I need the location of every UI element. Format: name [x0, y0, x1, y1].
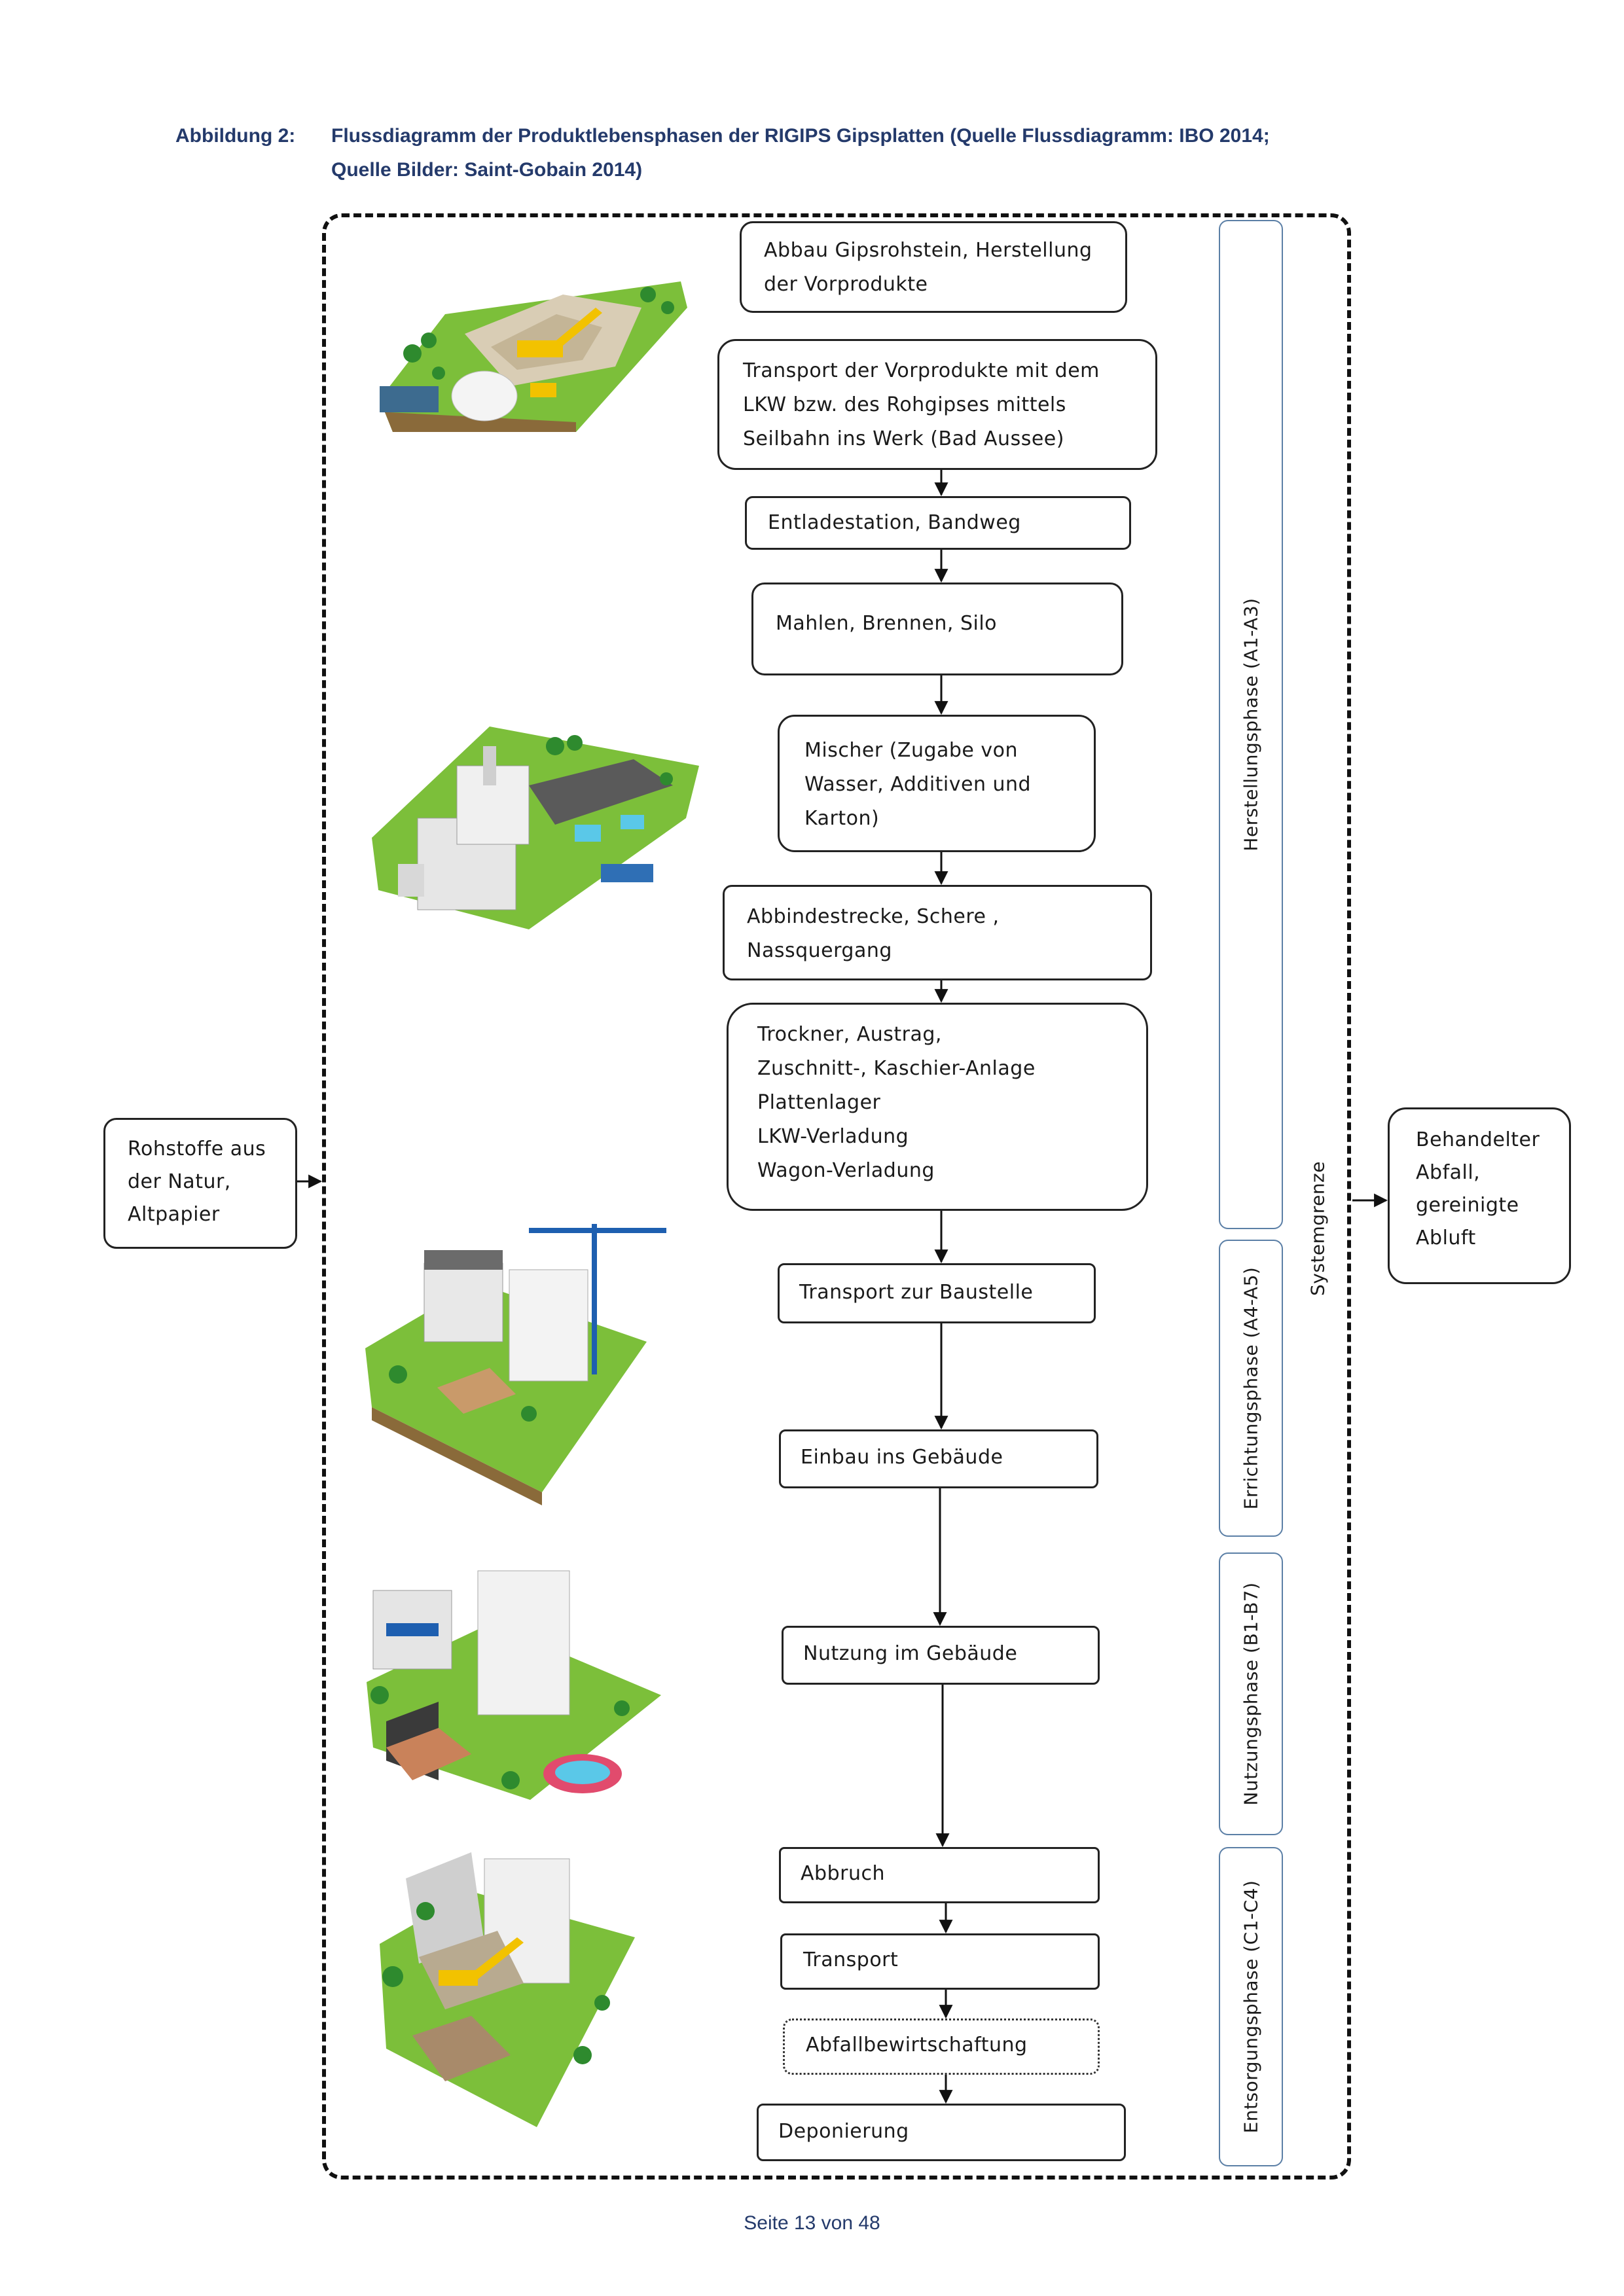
- output-line: Behandelter: [1416, 1128, 1540, 1151]
- step-line: Zuschnitt-, Kaschier-Anlage: [757, 1057, 1036, 1080]
- step-mahlen: Mahlen, Brennen, Silo: [751, 583, 1123, 675]
- step-line: Nassquergang: [747, 939, 892, 962]
- step-line: Nutzung im Gebäude: [803, 1642, 1018, 1665]
- step-line: Einbau ins Gebäude: [801, 1446, 1003, 1469]
- step-trockner: Trockner, Austrag, Zuschnitt-, Kaschier-…: [727, 1003, 1148, 1211]
- figure-label: Abbildung 2:: [175, 125, 296, 147]
- phase-nutzung: Nutzungsphase (B1-B7): [1219, 1552, 1283, 1835]
- demolition-illustration: [380, 1852, 635, 2127]
- step-line: Plattenlager: [757, 1091, 881, 1114]
- step-abfallbewirtschaftung: Abfallbewirtschaftung: [783, 2018, 1100, 2075]
- output-line: gereinigte: [1416, 1194, 1519, 1217]
- phase-label: Errichtungsphase (A4-A5): [1240, 1266, 1262, 1510]
- step-abbau: Abbau Gipsrohstein, Herstellung der Vorp…: [740, 221, 1127, 313]
- construction-site-illustration: [365, 1224, 666, 1505]
- input-box: Rohstoffe aus der Natur, Altpapier: [103, 1118, 297, 1249]
- system-boundary-frame: [322, 213, 1351, 2179]
- step-line: der Vorprodukte: [764, 273, 928, 296]
- step-line: Deponierung: [778, 2120, 909, 2143]
- step-line: Abbau Gipsrohstein, Herstellung: [764, 239, 1092, 262]
- output-line: Abfall,: [1416, 1161, 1481, 1184]
- figure-title-line-1: Flussdiagramm der Produktlebensphasen de…: [331, 125, 1270, 147]
- output-box: Behandelter Abfall, gereinigte Abluft: [1388, 1107, 1571, 1284]
- figure-title: Flussdiagramm der Produktlebensphasen de…: [331, 119, 1418, 187]
- step-line: Transport: [803, 1948, 899, 1971]
- step-line: Transport zur Baustelle: [799, 1281, 1034, 1304]
- factory-illustration: [372, 726, 699, 929]
- step-line: Seilbahn ins Werk (Bad Aussee): [743, 427, 1064, 450]
- step-line: Wagon-Verladung: [757, 1159, 935, 1182]
- step-deponierung: Deponierung: [757, 2104, 1126, 2161]
- residential-use-illustration: [367, 1570, 661, 1800]
- step-line: Mischer (Zugabe von: [804, 739, 1019, 762]
- step-line: LKW-Verladung: [757, 1125, 909, 1148]
- phase-label: Herstellungsphase (A1-A3): [1240, 598, 1262, 852]
- step-abbruch: Abbruch: [779, 1847, 1100, 1903]
- step-transport-abfall: Transport: [780, 1933, 1100, 1990]
- step-line: Abfallbewirtschaftung: [806, 2034, 1028, 2056]
- step-transport-vorprodukte: Transport der Vorprodukte mit dem LKW bz…: [717, 339, 1157, 470]
- phase-label: Nutzungsphase (B1-B7): [1240, 1582, 1262, 1806]
- quarry-illustration: [380, 281, 687, 432]
- step-nutzung: Nutzung im Gebäude: [782, 1626, 1100, 1685]
- page-footer: Seite 13 von 48: [744, 2212, 880, 2234]
- phase-entsorgung: Entsorgungsphase (C1-C4): [1219, 1847, 1283, 2166]
- step-line: LKW bzw. des Rohgipses mittels: [743, 393, 1066, 416]
- input-line: Rohstoffe aus: [128, 1138, 266, 1160]
- step-line: Karton): [804, 807, 880, 830]
- step-line: Trockner, Austrag,: [757, 1023, 942, 1046]
- step-abbindestrecke: Abbindestrecke, Schere , Nassquergang: [723, 885, 1152, 980]
- input-line: der Natur,: [128, 1170, 231, 1193]
- step-mischer: Mischer (Zugabe von Wasser, Additiven un…: [778, 715, 1096, 852]
- output-line: Abluft: [1416, 1227, 1476, 1249]
- step-line: Wasser, Additiven und: [804, 773, 1032, 796]
- phase-herstellung: Herstellungsphase (A1-A3): [1219, 220, 1283, 1229]
- figure-title-line-2: Quelle Bilder: Saint-Gobain 2014): [331, 159, 643, 181]
- step-line: Abbindestrecke, Schere ,: [747, 905, 1000, 928]
- step-line: Entladestation, Bandweg: [768, 511, 1021, 534]
- step-line: Mahlen, Brennen, Silo: [776, 612, 998, 635]
- step-transport-baustelle: Transport zur Baustelle: [778, 1263, 1096, 1323]
- phase-label: Entsorgungsphase (C1-C4): [1240, 1880, 1262, 2134]
- step-line: Transport der Vorprodukte mit dem: [743, 359, 1100, 382]
- step-einbau: Einbau ins Gebäude: [779, 1429, 1098, 1488]
- step-entladestation: Entladestation, Bandweg: [745, 496, 1131, 550]
- phase-errichtung: Errichtungsphase (A4-A5): [1219, 1240, 1283, 1537]
- step-line: Abbruch: [801, 1862, 885, 1885]
- input-line: Altpapier: [128, 1203, 220, 1226]
